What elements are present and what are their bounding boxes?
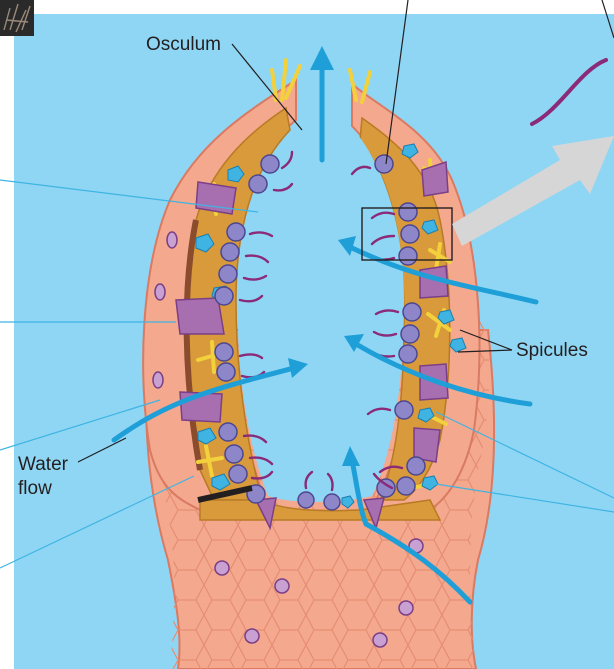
osculum-label: Osculum xyxy=(146,34,221,56)
sponge-photo-thumbnail xyxy=(0,0,34,36)
background-panel-white xyxy=(0,0,614,14)
water-flow-label-line2: flow xyxy=(18,478,52,500)
spicules-label: Spicules xyxy=(516,340,588,362)
water-flow-label-line1: Water xyxy=(18,454,68,476)
background-panel-left xyxy=(0,0,14,669)
